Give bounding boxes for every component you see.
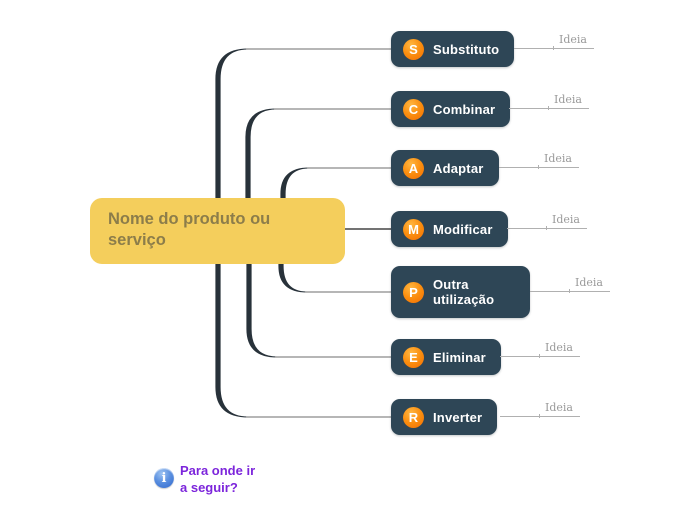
note-label[interactable]: Para onde ir a seguir? — [180, 463, 256, 495]
topic-label: Combinar — [433, 101, 496, 117]
topic-label: Adaptar — [433, 160, 484, 176]
topic-label: Inverter — [433, 409, 483, 425]
connector-combinar — [245, 108, 276, 198]
idea-tick — [539, 354, 540, 358]
idea-tick — [553, 46, 554, 50]
idea-label: Ideia — [554, 93, 582, 106]
letter-badge-m: M — [403, 218, 424, 240]
letter-badge-r: R — [403, 406, 424, 428]
idea-tick — [539, 414, 540, 418]
info-icon[interactable]: i — [154, 468, 174, 488]
idea-placeholder-outra-utilizacao[interactable]: Ideia — [530, 273, 610, 293]
idea-tick — [546, 226, 547, 230]
idea-label: Ideia — [575, 276, 603, 289]
topic-label: Eliminar — [433, 349, 486, 365]
idea-placeholder-adaptar[interactable]: Ideia — [499, 149, 579, 169]
connector-inverter — [215, 264, 248, 418]
topic-combinar[interactable]: C Combinar — [391, 91, 511, 127]
letter-badge-a: A — [403, 157, 424, 179]
idea-tick — [569, 289, 570, 293]
floating-note: i Para onde ir a seguir? — [154, 463, 262, 496]
idea-label: Ideia — [545, 341, 573, 354]
letter-badge-c: C — [403, 98, 424, 120]
idea-placeholder-inverter[interactable]: Ideia — [500, 398, 580, 418]
idea-label: Ideia — [545, 401, 573, 414]
topic-outra-utilizacao[interactable]: P Outra utilização — [391, 266, 530, 318]
idea-placeholder-combinar[interactable]: Ideia — [509, 90, 589, 110]
connector-substituto — [215, 48, 248, 198]
topic-label: Modificar — [433, 221, 493, 237]
topic-substituto[interactable]: S Substituto — [391, 31, 515, 67]
idea-placeholder-eliminar[interactable]: Ideia — [500, 338, 580, 358]
topic-label: Outra utilização — [433, 277, 495, 307]
letter-badge-p: P — [403, 281, 424, 303]
central-topic-label: Nome do produto ou serviço — [108, 210, 271, 249]
letter-badge-e: E — [403, 346, 424, 368]
idea-placeholder-modificar[interactable]: Ideia — [507, 210, 587, 230]
connector-outra-utilizacao — [278, 264, 307, 293]
idea-label: Ideia — [559, 33, 587, 46]
central-topic[interactable]: Nome do produto ou serviço — [90, 198, 345, 264]
idea-tick — [538, 165, 539, 169]
idea-tick — [548, 106, 549, 110]
idea-label: Ideia — [544, 152, 572, 165]
topic-eliminar[interactable]: E Eliminar — [391, 339, 501, 375]
letter-badge-s: S — [403, 38, 424, 60]
topic-label: Substituto — [433, 41, 500, 57]
topic-adaptar[interactable]: A Adaptar — [391, 150, 499, 186]
connector-eliminar — [246, 264, 277, 358]
connector-adaptar — [280, 167, 309, 198]
topic-inverter[interactable]: R Inverter — [391, 399, 498, 435]
idea-placeholder-substituto[interactable]: Ideia — [514, 30, 594, 50]
idea-label: Ideia — [552, 213, 580, 226]
topic-modificar[interactable]: M Modificar — [391, 211, 508, 247]
